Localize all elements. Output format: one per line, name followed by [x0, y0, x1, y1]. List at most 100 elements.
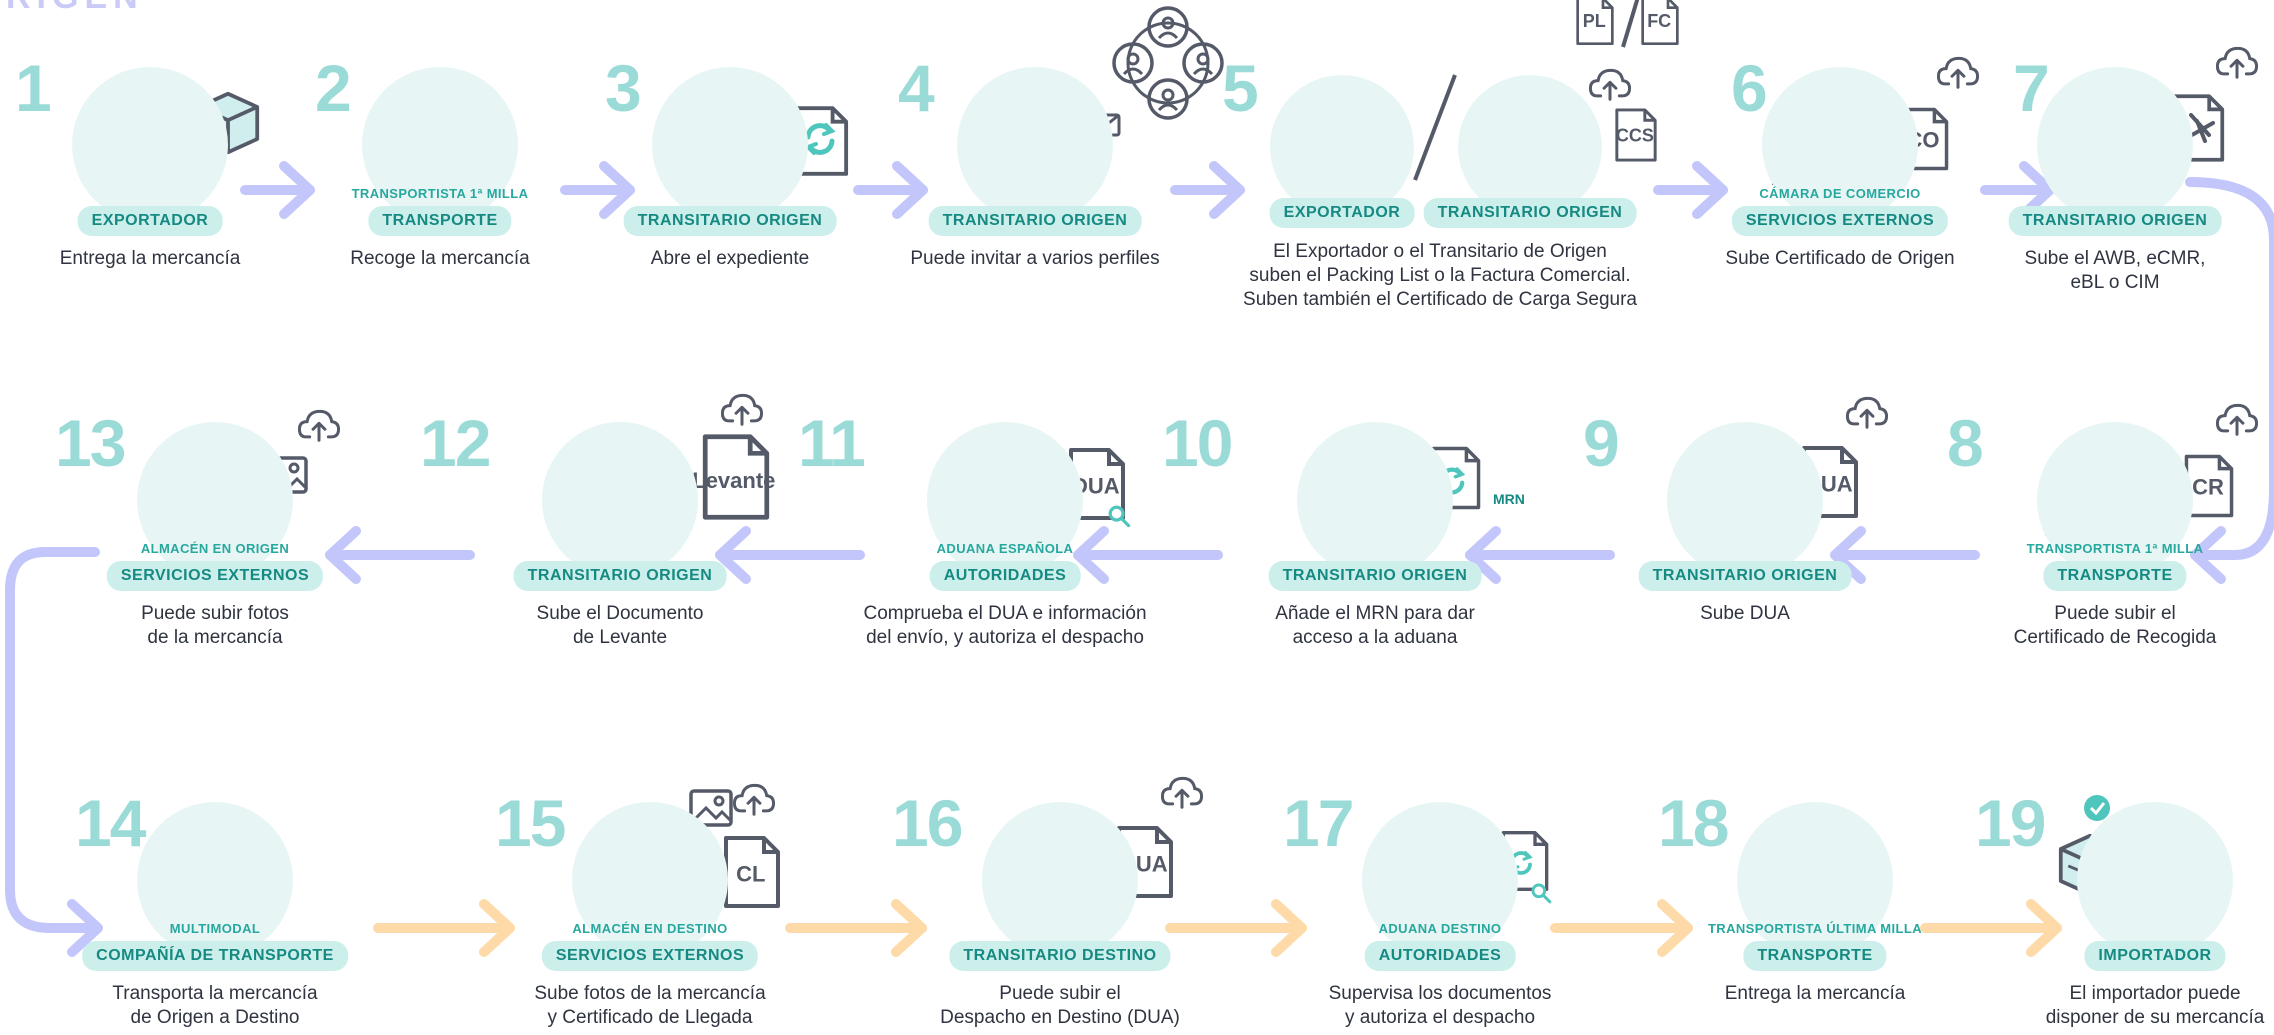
step-number: 10: [1162, 406, 1233, 480]
ccs-document-icon: CCS: [1614, 108, 1658, 162]
step-description: Sube Certificado de Origen: [1725, 248, 1955, 269]
step-description: Entrega la mercancía: [59, 248, 241, 269]
icon-backdrop: [137, 802, 293, 958]
fc-document-icon: FC: [1641, 0, 1679, 46]
icon-backdrop: [72, 67, 228, 223]
step-description: Puede subir el Despacho en Destino (DUA): [940, 983, 1180, 1028]
cloud-upload-icon: [2215, 403, 2259, 436]
flow-arrow: [1170, 161, 1245, 219]
invite-network-icon: [1112, 6, 1224, 120]
icon-backdrop: [542, 422, 698, 578]
flow-arrow: [1073, 526, 1223, 584]
icon-backdrop: [927, 422, 1083, 578]
levante-document-icon: Levante: [692, 437, 775, 518]
step-sublabel: ADUANA DESTINO: [1378, 921, 1502, 936]
flow-arrow: [1920, 899, 2062, 957]
step-number: 12: [420, 406, 491, 480]
step-sublabel: TRANSPORTISTA 1ª MILLA: [351, 186, 529, 201]
icon-backdrop: [982, 802, 1138, 958]
role-pill: TRANSITARIO ORIGEN: [1638, 561, 1852, 591]
step-number: 5: [1222, 51, 1259, 125]
cl-document-icon: CL: [726, 838, 778, 906]
step-number: 9: [1583, 406, 1620, 480]
flow-arrow: [560, 161, 635, 219]
step-description: Puede subir el Certificado de Recogida: [2013, 603, 2217, 648]
role-pill: EXPORTADOR: [1269, 198, 1415, 228]
role-pill: TRANSITARIO ORIGEN: [928, 206, 1142, 236]
icon-backdrop: [1362, 802, 1518, 958]
icon-backdrop: [1667, 422, 1823, 578]
role-pill: TRANSPORTE: [1743, 941, 1887, 971]
role-pill: COMPAÑÍA DE TRANSPORTE: [82, 941, 348, 971]
flow-arrow: [2190, 526, 2226, 584]
warehouse-photo-cl-icon: CL: [594, 783, 778, 928]
icon-backdrop: [957, 67, 1113, 223]
woman-levante-icon: Levante: [582, 393, 775, 540]
step-number: 8: [1947, 406, 1984, 480]
icon-backdrop: [1458, 75, 1602, 219]
step-number: 1: [15, 51, 52, 125]
step-description: Sube DUA: [1700, 603, 1790, 624]
flow-arrow: [853, 161, 928, 219]
flow-arrow: [1165, 899, 1307, 957]
step-description: Sube fotos de la mercancía y Certificado…: [534, 983, 766, 1028]
role-pill: TRANSITARIO ORIGEN: [623, 206, 837, 236]
step-number: 16: [892, 786, 963, 860]
flow-arrow: [325, 526, 475, 584]
cloud-upload-icon: [732, 783, 776, 816]
icon-backdrop: [2077, 802, 2233, 958]
flow-arrow: [67, 899, 103, 957]
svg-text:PL: PL: [1583, 11, 1606, 31]
step-number: 17: [1283, 786, 1354, 860]
role-pill: TRANSITARIO ORIGEN: [1268, 561, 1482, 591]
svg-text:FC: FC: [1647, 11, 1671, 31]
step-number: 4: [898, 51, 935, 125]
role-pill: TRANSITARIO ORIGEN: [513, 561, 727, 591]
flow-arrow: [240, 161, 315, 219]
step-number: 18: [1658, 786, 1729, 860]
step-description: Puede subir fotos de la mercancía: [141, 603, 289, 648]
woman-mrn-icon: MRN: [1337, 444, 1525, 540]
step-sublabel: TRANSPORTISTA ÚLTIMA MILLA: [1707, 921, 1923, 936]
mrn-tag: MRN: [1493, 491, 1525, 507]
truck-document-icon: CR: [2045, 403, 2259, 549]
pl-document-icon: PL: [1576, 0, 1614, 46]
step-description: Sube el AWB, eCMR, eBL o CIM: [2024, 248, 2206, 293]
role-pill: SERVICIOS EXTERNOS: [1731, 206, 1949, 236]
role-pill: SERVICIOS EXTERNOS: [541, 941, 759, 971]
step-description: El Exportador o el Transitario de Origen…: [1243, 241, 1637, 310]
icon-backdrop: [362, 67, 518, 223]
role-pill: TRANSPORTE: [368, 206, 512, 236]
step-description: Añade el MRN para dar acceso a la aduana: [1275, 603, 1475, 648]
flow-arrow: [1550, 899, 1693, 957]
cloud-upload-icon: [1160, 776, 1204, 809]
step-sublabel: ADUANA ESPAÑOLA: [936, 541, 1074, 556]
step-number: 15: [495, 786, 566, 860]
role-pill-secondary: TRANSITARIO ORIGEN: [1423, 198, 1637, 228]
step-sublabel: ALMACÉN EN DESTINO: [572, 921, 728, 936]
icon-backdrop: [1762, 67, 1918, 223]
step-description: Recoge la mercancía: [350, 248, 530, 269]
cloud-upload-icon: [720, 393, 764, 426]
svg-text:CL: CL: [736, 862, 765, 887]
svg-text:CR: CR: [2192, 475, 2224, 500]
icon-backdrop: [2037, 422, 2193, 578]
step-number: 19: [1975, 786, 2046, 860]
role-pill: TRANSPORTE: [2043, 561, 2187, 591]
role-pill: IMPORTADOR: [2084, 941, 2226, 971]
exporter-forwarder-documents-icon: PL FC CCS: [1306, 0, 1679, 187]
step-description: Comprueba el DUA e información del envío…: [863, 603, 1147, 648]
man-receiving-package-icon: [2058, 795, 2203, 922]
role-pill: EXPORTADOR: [77, 206, 223, 236]
cloud-upload-icon: [1845, 396, 1889, 429]
svg-text:CCS: CCS: [1616, 126, 1654, 146]
cr-document-icon: CR: [2184, 454, 2234, 518]
svg-text:Levante: Levante: [692, 468, 775, 493]
step-description: Sube el Documento de Levante: [536, 603, 704, 648]
step-number: 7: [2013, 51, 2050, 125]
flow-arrow: [785, 899, 927, 957]
icon-backdrop: [137, 422, 293, 578]
step-number: 11: [798, 406, 866, 480]
